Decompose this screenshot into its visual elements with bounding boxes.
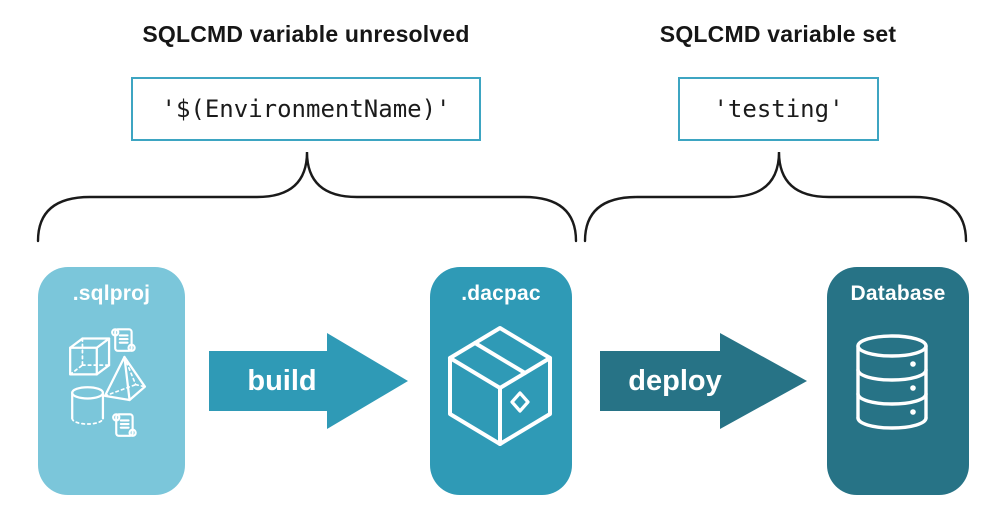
node-dacpac-label: .dacpac: [461, 282, 541, 305]
database-cylinder-icon: [856, 334, 928, 430]
deploy-arrow: [600, 333, 807, 429]
deploy-arrow-label: deploy: [628, 365, 722, 397]
heading-set: SQLCMD variable set: [659, 21, 897, 47]
code-box-testing: 'testing': [678, 77, 879, 141]
script-scroll-icon: [111, 328, 136, 352]
node-database: Database: [827, 267, 969, 495]
code-text-testing: 'testing': [713, 95, 844, 123]
cube-icon: [69, 337, 111, 376]
cylinder-icon: [71, 386, 105, 425]
pyramid-icon: [103, 355, 147, 402]
node-dacpac: .dacpac: [430, 267, 572, 495]
heading-unresolved: SQLCMD variable unresolved: [142, 21, 470, 47]
code-box-environment-name: '$(EnvironmentName)': [131, 77, 481, 141]
node-sqlproj: .sqlproj: [38, 267, 185, 495]
package-box-icon: [448, 326, 552, 446]
sql-objects-icon: [69, 328, 147, 437]
right-brace: [583, 151, 968, 243]
code-text-environment-name: '$(EnvironmentName)': [161, 95, 451, 123]
left-brace: [36, 151, 578, 243]
build-arrow: [209, 333, 408, 429]
database-dots: [910, 361, 916, 415]
node-database-label: Database: [850, 282, 946, 305]
build-arrow-label: build: [247, 365, 317, 397]
node-sqlproj-label: .sqlproj: [72, 282, 151, 305]
script-scroll-icon: [112, 413, 137, 437]
